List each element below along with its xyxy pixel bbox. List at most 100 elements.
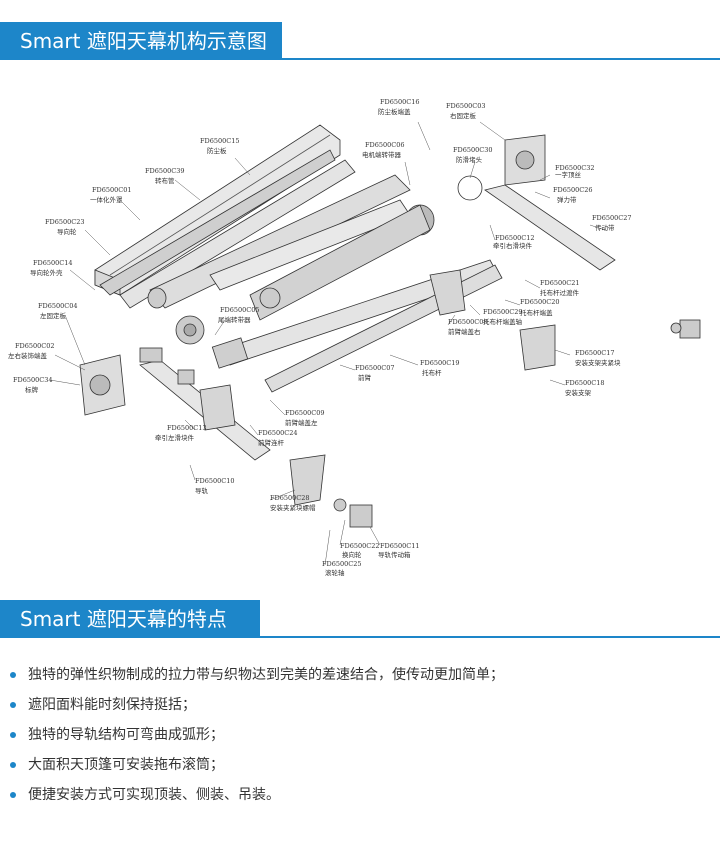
svg-text:FD6500C29: FD6500C29 xyxy=(483,308,523,316)
svg-text:一体化外罩: 一体化外罩 xyxy=(90,195,123,204)
svg-text:FD6500C13: FD6500C13 xyxy=(167,424,207,432)
svg-text:防尘板: 防尘板 xyxy=(207,146,227,155)
motor-drum xyxy=(249,204,431,321)
bracket-4 xyxy=(199,384,236,431)
svg-text:FD6500C10: FD6500C10 xyxy=(195,477,235,485)
svg-text:导向轮: 导向轮 xyxy=(57,227,77,236)
svg-text:托布杆端盖: 托布杆端盖 xyxy=(520,308,553,317)
bullet-icon xyxy=(10,762,16,768)
feature-text: 独特的导轨结构可弯曲成弧形； xyxy=(28,727,224,743)
svg-text:FD6500C25: FD6500C25 xyxy=(322,560,362,568)
svg-text:FD6500C22: FD6500C22 xyxy=(340,542,380,550)
svg-text:左右装饰端盖: 左右装饰端盖 xyxy=(8,351,48,360)
svg-text:FD6500C21: FD6500C21 xyxy=(540,279,580,287)
svg-text:FD6500C12: FD6500C12 xyxy=(495,234,535,242)
svg-text:FD6500C16: FD6500C16 xyxy=(380,98,420,106)
svg-text:前臂: 前臂 xyxy=(358,373,372,382)
feature-item: 独特的弹性织物制成的拉力带与织物达到完美的差速结合，使传动更加简单； xyxy=(0,660,720,690)
svg-text:FD6500C34: FD6500C34 xyxy=(13,376,53,384)
svg-text:FD6500C23: FD6500C23 xyxy=(45,218,85,226)
svg-text:换向轮: 换向轮 xyxy=(342,550,362,559)
feature-text: 遮阳面料能时刻保持挺括； xyxy=(28,697,196,713)
right-rail xyxy=(484,184,616,271)
section-divider xyxy=(0,58,720,60)
svg-text:前臂端盖左: 前臂端盖左 xyxy=(285,418,318,427)
svg-text:托布杆端盖轴: 托布杆端盖轴 xyxy=(483,317,523,326)
svg-text:FD6500C11: FD6500C11 xyxy=(380,542,420,550)
svg-text:FD6500C27: FD6500C27 xyxy=(592,214,632,222)
svg-text:FD6500C08: FD6500C08 xyxy=(448,318,488,326)
section-title-features: Smart 遮阳天幕的特点 xyxy=(0,600,260,638)
svg-text:FD6500C17: FD6500C17 xyxy=(575,349,615,357)
svg-text:FD6500C05: FD6500C05 xyxy=(220,306,260,314)
section-divider xyxy=(0,636,720,638)
housing-bottom xyxy=(99,149,336,296)
svg-text:牵引右滑块件: 牵引右滑块件 xyxy=(493,241,533,250)
svg-text:FD6500C02: FD6500C02 xyxy=(15,342,55,350)
svg-text:FD6500C06: FD6500C06 xyxy=(365,141,405,149)
bracket-3 xyxy=(289,454,326,506)
feature-item: 便捷安装方式可实现顶装、侧装、吊装。 xyxy=(0,780,720,810)
bullet-icon xyxy=(10,732,16,738)
svg-text:防滑堵头: 防滑堵头 xyxy=(456,155,483,164)
feature-list: 独特的弹性织物制成的拉力带与织物达到完美的差速结合，使传动更加简单； 遮阳面料能… xyxy=(0,660,720,810)
svg-text:导轨传动箱: 导轨传动箱 xyxy=(378,550,411,559)
bullet-icon xyxy=(10,792,16,798)
svg-text:FD6500C15: FD6500C15 xyxy=(200,137,240,145)
feature-item: 遮阳面料能时刻保持挺括； xyxy=(0,690,720,720)
svg-text:标牌: 标牌 xyxy=(25,385,39,394)
section-title-diagram: Smart 遮阳天幕机构示意图 xyxy=(0,22,282,60)
feature-item: 独特的导轨结构可弯曲成弧形； xyxy=(0,720,720,750)
svg-text:FD6500C09: FD6500C09 xyxy=(285,409,325,417)
feature-text: 大面积天顶篷可安装拖布滚筒； xyxy=(28,757,224,773)
svg-text:FD6500C03: FD6500C03 xyxy=(446,102,486,110)
svg-text:转布管: 转布管 xyxy=(155,176,175,185)
svg-text:FD6500C20: FD6500C20 xyxy=(520,298,560,306)
svg-text:安装支架: 安装支架 xyxy=(565,388,592,397)
svg-text:FD6500C14: FD6500C14 xyxy=(33,259,73,267)
svg-text:电机端转带器: 电机端转带器 xyxy=(362,150,402,159)
bullet-icon xyxy=(10,672,16,678)
svg-text:FD6500C39: FD6500C39 xyxy=(145,167,185,175)
svg-text:FD6500C07: FD6500C07 xyxy=(355,364,395,372)
svg-text:FD6500C19: FD6500C19 xyxy=(420,359,460,367)
svg-text:FD6500C28: FD6500C28 xyxy=(270,494,310,502)
svg-text:FD6500C18: FD6500C18 xyxy=(565,379,605,387)
svg-text:一字顶丝: 一字顶丝 xyxy=(555,170,582,179)
svg-text:弹力带: 弹力带 xyxy=(557,195,577,204)
svg-text:右固定板: 右固定板 xyxy=(450,111,477,120)
svg-text:牵引左滑块件: 牵引左滑块件 xyxy=(155,433,195,442)
svg-text:传动带: 传动带 xyxy=(595,223,615,232)
svg-text:FD6500C26: FD6500C26 xyxy=(553,186,593,194)
svg-text:安装夹紧块螺帽: 安装夹紧块螺帽 xyxy=(270,503,316,512)
svg-text:前臂端盖右: 前臂端盖右 xyxy=(448,327,481,336)
